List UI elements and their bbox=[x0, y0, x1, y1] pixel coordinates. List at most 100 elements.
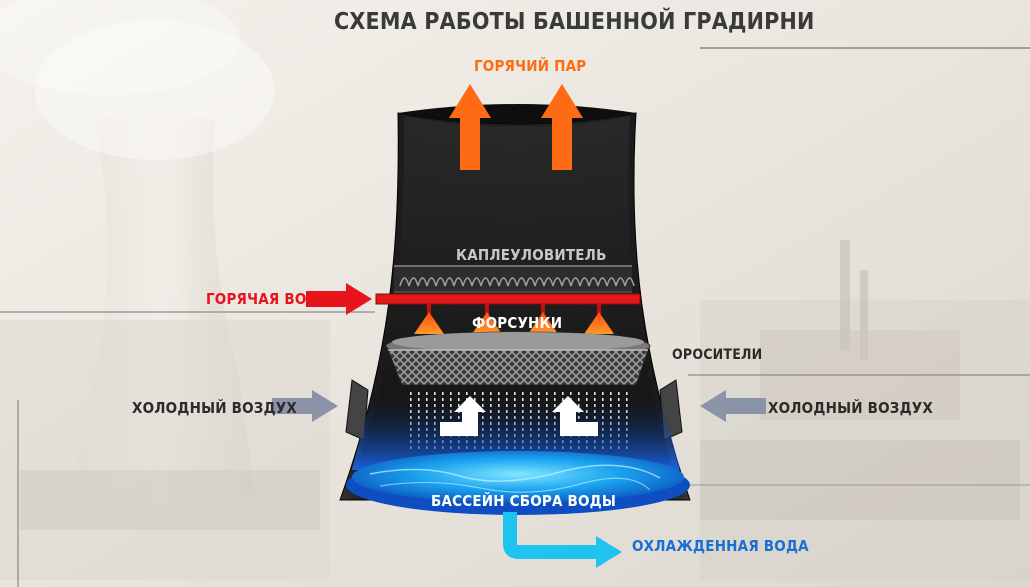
water-drop bbox=[434, 392, 436, 395]
nozzle-icon bbox=[584, 304, 614, 334]
water-drop bbox=[546, 392, 548, 395]
sprinklers-label: ОРОСИТЕЛИ bbox=[672, 347, 763, 363]
curved-arrow-up-icon bbox=[552, 396, 598, 436]
water-drop bbox=[490, 392, 492, 395]
arrow-left-icon bbox=[700, 390, 766, 422]
eliminator-blade bbox=[516, 277, 527, 287]
water-drop bbox=[474, 398, 476, 401]
eliminator-blade bbox=[561, 277, 572, 287]
eliminator-blade bbox=[615, 277, 626, 287]
water-drop bbox=[442, 398, 444, 401]
eliminator-blade bbox=[606, 277, 617, 287]
water-drop bbox=[610, 392, 612, 395]
eliminator-blade bbox=[534, 277, 545, 287]
arrow-right-icon bbox=[596, 536, 622, 568]
water-drop bbox=[514, 392, 516, 395]
cooled-water-label: ОХЛАЖДЕННАЯ ВОДА bbox=[632, 537, 809, 555]
water-drop bbox=[426, 398, 428, 401]
water-drop bbox=[578, 398, 580, 401]
water-drop bbox=[562, 398, 564, 401]
arrow-right-icon bbox=[272, 390, 338, 422]
water-drop bbox=[426, 392, 428, 395]
page-title: СХЕМА РАБОТЫ БАШЕННОЙ ГРАДИРНИ bbox=[334, 9, 815, 35]
water-drop bbox=[498, 392, 500, 395]
eliminator-blade bbox=[570, 277, 581, 287]
sprinkler-fill bbox=[385, 331, 651, 386]
eliminator-blade bbox=[408, 277, 419, 287]
water-drop bbox=[602, 398, 604, 401]
nozzle-icon bbox=[414, 304, 444, 334]
water-drop bbox=[522, 398, 524, 401]
eliminator-blade bbox=[498, 277, 509, 287]
water-drop bbox=[418, 398, 420, 401]
nozzles-label: ФОРСУНКИ bbox=[472, 314, 563, 332]
water-drop bbox=[610, 398, 612, 401]
eliminator-blade bbox=[579, 277, 590, 287]
water-glow bbox=[352, 400, 680, 470]
eliminator-blade bbox=[543, 277, 554, 287]
water-drop bbox=[538, 398, 540, 401]
drift-eliminator bbox=[394, 265, 635, 293]
eliminator-blade bbox=[507, 277, 518, 287]
eliminator-blade bbox=[480, 277, 491, 287]
eliminator-blade bbox=[597, 277, 608, 287]
water-drop bbox=[586, 398, 588, 401]
water-drop bbox=[442, 392, 444, 395]
water-drop bbox=[530, 392, 532, 395]
basin-label: БАССЕЙН СБОРА ВОДЫ bbox=[431, 492, 617, 510]
hot-water-pipe bbox=[375, 293, 641, 305]
water-drop bbox=[482, 398, 484, 401]
nozzle-icon bbox=[528, 304, 558, 334]
water-drop bbox=[546, 398, 548, 401]
eliminator-blade bbox=[462, 277, 473, 287]
water-drop bbox=[490, 398, 492, 401]
drift-eliminator-label: КАПЛЕУЛОВИТЕЛЬ bbox=[456, 246, 607, 264]
cooled-water-outlet bbox=[503, 512, 622, 568]
water-drop bbox=[418, 392, 420, 395]
eliminator-blade bbox=[435, 277, 446, 287]
eliminator-blade bbox=[552, 277, 563, 287]
water-drop bbox=[594, 398, 596, 401]
water-drop bbox=[466, 392, 468, 395]
water-drop bbox=[626, 392, 628, 395]
water-drop bbox=[450, 392, 452, 395]
water-drop bbox=[618, 398, 620, 401]
hot-steam-label: ГОРЯЧИЙ ПАР bbox=[474, 57, 587, 75]
water-drop bbox=[554, 392, 556, 395]
water-drop bbox=[626, 398, 628, 401]
water-drop bbox=[410, 398, 412, 401]
water-drop bbox=[482, 392, 484, 395]
water-drop bbox=[578, 392, 580, 395]
eliminator-blade bbox=[399, 277, 410, 287]
water-drop bbox=[602, 392, 604, 395]
curved-arrow-up-icon bbox=[440, 396, 486, 436]
water-drop bbox=[458, 392, 460, 395]
eliminator-blade bbox=[489, 277, 500, 287]
water-drop bbox=[618, 392, 620, 395]
arrow-right-icon bbox=[306, 283, 372, 315]
eliminator-blade bbox=[426, 277, 437, 287]
nozzles bbox=[414, 304, 614, 334]
eliminator-blade bbox=[588, 277, 599, 287]
water-drop bbox=[562, 392, 564, 395]
nozzle-icon bbox=[472, 304, 502, 334]
water-drop bbox=[434, 398, 436, 401]
water-drop bbox=[474, 392, 476, 395]
water-drop bbox=[498, 398, 500, 401]
water-drop bbox=[506, 392, 508, 395]
water-basin bbox=[346, 451, 690, 515]
steam-arrows bbox=[449, 84, 583, 170]
water-drop bbox=[522, 392, 524, 395]
water-drop bbox=[514, 398, 516, 401]
water-drop bbox=[450, 398, 452, 401]
cold-air-right-label: ХОЛОДНЫЙ ВОЗДУХ bbox=[768, 399, 934, 417]
eliminator-blade bbox=[525, 277, 536, 287]
water-drop bbox=[530, 398, 532, 401]
water-drop bbox=[538, 392, 540, 395]
eliminator-blade bbox=[471, 277, 482, 287]
water-drop bbox=[506, 398, 508, 401]
arrow-up-icon bbox=[449, 84, 491, 170]
water-drop bbox=[594, 392, 596, 395]
